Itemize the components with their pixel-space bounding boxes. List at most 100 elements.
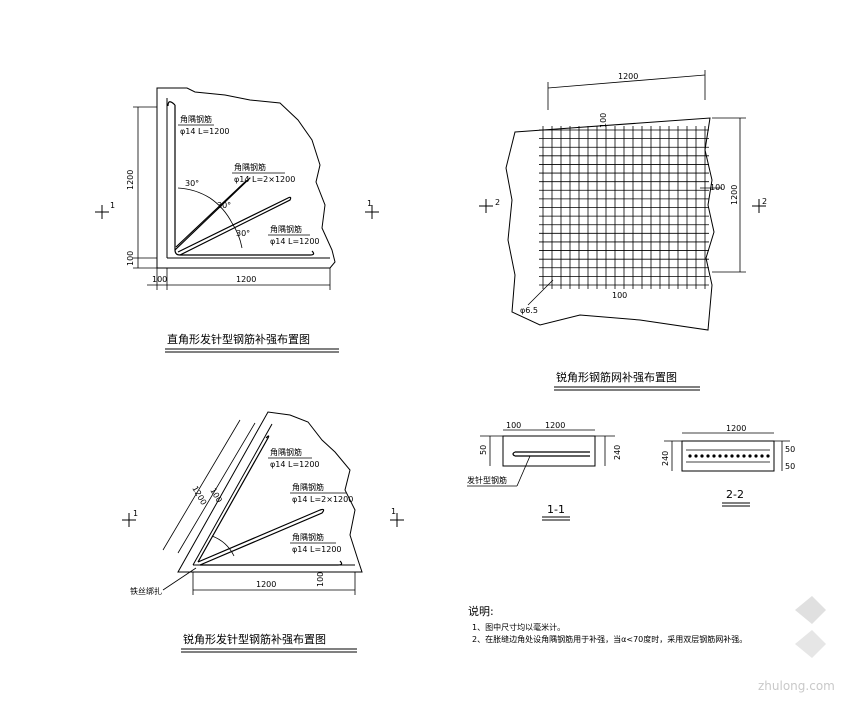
acute-angle-drawing: 角隅钢筋 φ14 L=1200 角隅钢筋 φ14 L=2×1200 角隅钢筋 φ… (122, 411, 404, 653)
angle-arc-2 (209, 197, 233, 224)
bar-label-2: 角隅钢筋 (234, 162, 266, 172)
section-2-rebar-dot (700, 454, 704, 458)
bar-spec-2: φ14 L=2×1200 (234, 175, 295, 184)
section-2-rebar-dot (760, 454, 764, 458)
acute-bar-3 (200, 560, 343, 566)
notes-heading: 说明: (468, 604, 494, 618)
corner-bar-horizontal (180, 250, 315, 256)
angle-arc-1 (177, 187, 211, 199)
dim-height-label: 1200 (126, 170, 135, 190)
notes: 说明: 1、图中尺寸均以毫米计。 2、在胀缝边角处设角隅钢筋用于补强，当α<70… (468, 604, 747, 644)
watermark-logo-2 (795, 630, 826, 658)
section-1-label: 1-1 (547, 503, 565, 516)
title-mesh: 锐角形钢筋网补强布置图 (556, 370, 677, 384)
acute-bar-spec-2: φ14 L=2×1200 (292, 495, 353, 504)
bar-label-1: 角隅钢筋 (180, 114, 212, 124)
title-right-angle: 直角形发针型钢筋补强布置图 (167, 332, 310, 346)
section-2-rebar-dot (694, 454, 698, 458)
section-1-1: 100 1200 50 240 发针型钢筋 1-1 (467, 421, 622, 521)
acute-section-mark-left: 1 (133, 509, 138, 518)
section-2-dim-length: 1200 (726, 424, 746, 433)
angle-label-1: 30° (185, 179, 199, 188)
acute-dim-offset-label: 100 (208, 487, 223, 505)
section-1-slab (502, 435, 596, 467)
acute-bar-1 (197, 435, 270, 563)
section-2-dim-depth: 240 (661, 451, 670, 466)
mesh-spacing-bottom: 100 (612, 291, 627, 300)
acute-dim-slant-label: 1200 (190, 485, 208, 507)
dim-edge-bottom-label: 100 (152, 275, 167, 284)
mesh-section-mark-left: 2 (495, 198, 500, 207)
watermark-text: zhulong.com (758, 679, 835, 693)
mesh-drawing: 1200 1200 100 100 100 φ6.5 2 2 锐角形钢筋网补强布… (479, 70, 767, 391)
acute-angle-arc (211, 535, 235, 557)
section-1-bar-label: 发针型钢筋 (467, 475, 507, 485)
bar-label-3: 角隅钢筋 (270, 224, 302, 234)
section-1-dim-length: 1200 (545, 421, 565, 430)
dim-width-label: 1200 (236, 275, 256, 284)
section-1-dim-depth: 240 (613, 445, 622, 460)
section-2-rebar-dots (688, 454, 770, 458)
corner-bar-diag2 (177, 196, 292, 256)
section-2-rebar-dot (724, 454, 728, 458)
section-2-rebar-dot (754, 454, 758, 458)
mesh-spacing-top: 100 (599, 113, 608, 128)
angle-arc-3 (231, 222, 243, 249)
edge-line-acute-slant (192, 423, 273, 566)
note-item-2: 2、在胀缝边角处设角隅钢筋用于补强，当α<70度时，采用双层钢筋网补强。 (472, 634, 747, 644)
tie-label: 铁丝绑扎 (130, 586, 162, 596)
acute-bar-spec-1: φ14 L=1200 (270, 460, 320, 469)
corner-bar-diag1 (174, 177, 251, 251)
mesh-slab-outline (505, 117, 715, 331)
mesh-dim-right-label: 1200 (730, 185, 739, 205)
angle-label-3: 30° (236, 229, 250, 238)
slab-outline-acute (177, 411, 363, 573)
corner-bar-vertical (174, 105, 181, 256)
mesh-bar-dia: φ6.5 (520, 306, 538, 315)
angle-label-2: 30° (217, 201, 231, 210)
section-2-2: 1200 240 50 50 2-2 (661, 424, 795, 507)
tie-leader (162, 567, 197, 591)
section-2-rebar-dot (766, 454, 770, 458)
section-2-rebar-dot (718, 454, 722, 458)
bar-spec-3: φ14 L=1200 (270, 237, 320, 246)
section-2-rebar-dot (748, 454, 752, 458)
note-item-1: 1、图中尺寸均以毫米计。 (472, 622, 565, 632)
acute-section-mark-right: 1 (391, 507, 396, 516)
acute-dim-slant (162, 419, 241, 551)
acute-dim-edge-label: 100 (316, 572, 325, 587)
corner-bar-hook (167, 101, 176, 107)
section-2-rebar-dot (730, 454, 734, 458)
section-2-rebar-dot (688, 454, 692, 458)
section-2-dim-cover-bottom: 50 (785, 462, 795, 471)
mesh-section-mark-right: 2 (762, 197, 767, 206)
mesh-dim-top-label: 1200 (618, 72, 638, 81)
mesh-grid (539, 126, 709, 289)
section-mark-left: 1 (110, 201, 115, 210)
section-1-dim-small: 50 (479, 445, 488, 455)
acute-bar-label-1: 角隅钢筋 (270, 447, 302, 457)
section-1-bar (512, 451, 590, 457)
section-2-rebar-dot (706, 454, 710, 458)
acute-bar-label-2: 角隅钢筋 (292, 482, 324, 492)
bar-spec-1: φ14 L=1200 (180, 127, 230, 136)
corner-bar-diag1b (175, 180, 247, 248)
acute-dim-width-label: 1200 (256, 580, 276, 589)
mesh-spacing-right: 100 (710, 183, 725, 192)
slab-outline (156, 87, 336, 269)
section-1-leader (516, 455, 531, 487)
section-2-rebar-dot (736, 454, 740, 458)
acute-dim-offset (177, 422, 256, 554)
section-mark-right: 1 (367, 199, 372, 208)
section-2-dim-cover-top: 50 (785, 445, 795, 454)
watermark-logo (795, 596, 826, 624)
acute-bar-2 (197, 508, 325, 566)
acute-bar-spec-3: φ14 L=1200 (292, 545, 342, 554)
acute-bar-label-3: 角隅钢筋 (292, 532, 324, 542)
mesh-dim-top (547, 74, 706, 89)
mesh-bar-dia-leader (527, 279, 554, 306)
section-2-label: 2-2 (726, 488, 744, 501)
section-1-dim-left: 100 (506, 421, 521, 430)
section-2-rebar-dot (742, 454, 746, 458)
dim-edge-left-label: 100 (126, 251, 135, 266)
